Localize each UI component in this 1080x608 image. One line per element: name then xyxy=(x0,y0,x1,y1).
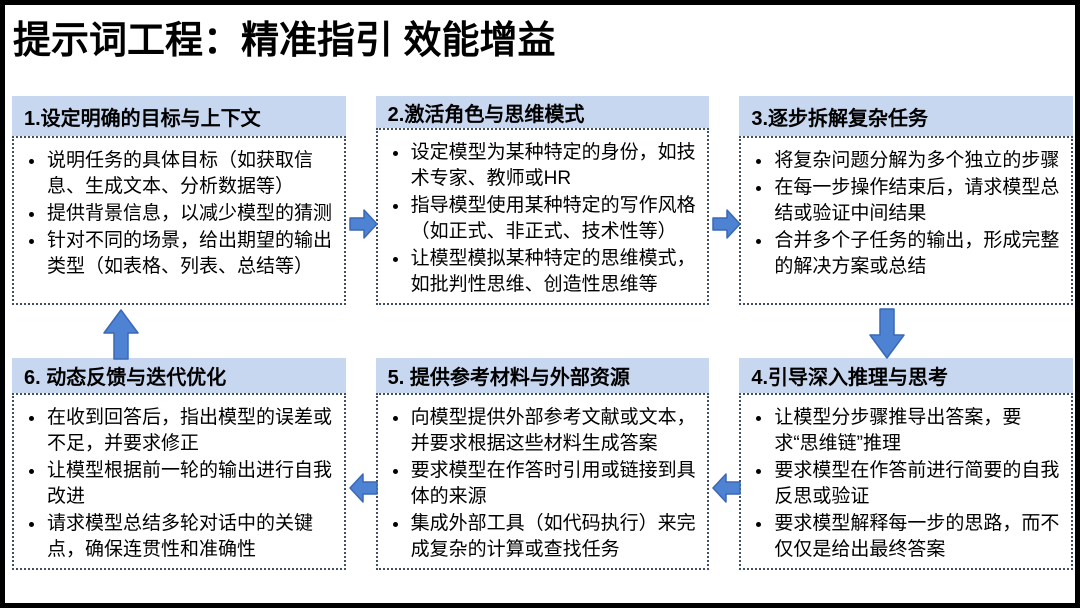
bullet: 让模型根据前一轮的输出进行自我改进 xyxy=(46,458,338,510)
bullet: 在每一步操作结束后，请求模型总结或验证中间结果 xyxy=(773,175,1065,227)
bullet-list: 将复杂问题分解为多个独立的步骤 在每一步操作结束后，请求模型总结或验证中间结果 … xyxy=(741,148,1067,280)
bullet: 提供背景信息，以减少模型的猜测 xyxy=(46,201,338,227)
step-card-6: 6. 动态反馈与迭代优化 在收到回答后，指出模型的误差或不足，并要求修正 让模型… xyxy=(12,358,346,570)
arrow-right-2-to-3-icon xyxy=(712,207,742,241)
bullet: 向模型提供外部参考文献或文本，并要求根据这些材料生成答案 xyxy=(410,405,702,457)
step-card-3-title: 3.逐步拆解复杂任务 xyxy=(739,96,1073,136)
bullet-list: 说明任务的具体目标（如获取信息、生成文本、分析数据等） 提供背景信息，以减少模型… xyxy=(14,148,340,280)
bullet: 合并多个子任务的输出，形成完整的解决方案或总结 xyxy=(773,228,1065,280)
arrow-right-1-to-2-icon xyxy=(349,207,379,241)
bullet-list: 设定模型为某种特定的身份，如技术专家、教师或HR 指导模型使用某种特定的写作风格… xyxy=(378,140,704,298)
bullet: 让模型模拟某种特定的思维模式，如批判性思维、创造性思维等 xyxy=(410,246,702,298)
step-card-5-body: 向模型提供外部参考文献或文本，并要求根据这些材料生成答案 要求模型在作答时引用或… xyxy=(375,393,710,570)
step-card-1-body: 说明任务的具体目标（如获取信息、生成文本、分析数据等） 提供背景信息，以减少模型… xyxy=(12,136,346,305)
arrow-up-6-to-1-icon xyxy=(102,308,140,360)
bullet: 集成外部工具（如代码执行）来完成复杂的计算或查找任务 xyxy=(410,511,702,563)
bullet: 要求模型解释每一步的思路，而不仅仅是给出最终答案 xyxy=(773,511,1065,563)
bullet: 将复杂问题分解为多个独立的步骤 xyxy=(773,148,1065,174)
bullet-list: 在收到回答后，指出模型的误差或不足，并要求修正 让模型根据前一轮的输出进行自我改… xyxy=(14,405,340,563)
step-card-4: 4.引导深入推理与思考 让模型分步骤推导出答案，要求“思维链”推理 要求模型在作… xyxy=(739,358,1073,570)
arrow-left-5-to-6-icon xyxy=(348,471,378,505)
step-card-4-title: 4.引导深入推理与思考 xyxy=(739,358,1073,393)
step-card-4-body: 让模型分步骤推导出答案，要求“思维链”推理 要求模型在作答前进行简要的自我反思或… xyxy=(739,393,1073,570)
step-card-1-title: 1.设定明确的目标与上下文 xyxy=(12,96,346,136)
bullet: 请求模型总结多轮对话中的关键点，确保连贯性和准确性 xyxy=(46,511,338,563)
bullet: 在收到回答后，指出模型的误差或不足，并要求修正 xyxy=(46,405,338,457)
step-card-3-body: 将复杂问题分解为多个独立的步骤 在每一步操作结束后，请求模型总结或验证中间结果 … xyxy=(739,136,1073,305)
step-card-2-title: 2.激活角色与思维模式 xyxy=(375,96,710,128)
bullet: 设定模型为某种特定的身份，如技术专家、教师或HR xyxy=(410,140,702,192)
step-card-5: 5. 提供参考材料与外部资源 向模型提供外部参考文献或文本，并要求根据这些材料生… xyxy=(375,358,710,570)
steps-grid: 1.设定明确的目标与上下文 说明任务的具体目标（如获取信息、生成文本、分析数据等… xyxy=(12,96,1073,570)
arrow-down-3-to-4-icon xyxy=(868,308,906,360)
bullet: 让模型分步骤推导出答案，要求“思维链”推理 xyxy=(773,405,1065,457)
step-card-5-title: 5. 提供参考材料与外部资源 xyxy=(375,358,710,393)
bullet: 说明任务的具体目标（如获取信息、生成文本、分析数据等） xyxy=(46,148,338,200)
step-card-2-body: 设定模型为某种特定的身份，如技术专家、教师或HR 指导模型使用某种特定的写作风格… xyxy=(375,128,710,305)
bullet: 要求模型在作答时引用或链接到具体的来源 xyxy=(410,458,702,510)
arrow-left-4-to-5-icon xyxy=(711,471,741,505)
bullet-list: 向模型提供外部参考文献或文本，并要求根据这些材料生成答案 要求模型在作答时引用或… xyxy=(378,405,704,563)
bullet: 要求模型在作答前进行简要的自我反思或验证 xyxy=(773,458,1065,510)
step-card-6-title: 6. 动态反馈与迭代优化 xyxy=(12,358,346,393)
bullet-list: 让模型分步骤推导出答案，要求“思维链”推理 要求模型在作答前进行简要的自我反思或… xyxy=(741,405,1067,563)
page-title: 提示词工程：精准指引 效能增益 xyxy=(13,20,556,62)
bullet: 针对不同的场景，给出期望的输出类型（如表格、列表、总结等） xyxy=(46,228,338,280)
bullet: 指导模型使用某种特定的写作风格（如正式、非正式、技术性等） xyxy=(410,193,702,245)
step-card-2: 2.激活角色与思维模式 设定模型为某种特定的身份，如技术专家、教师或HR 指导模… xyxy=(375,96,710,305)
step-card-1: 1.设定明确的目标与上下文 说明任务的具体目标（如获取信息、生成文本、分析数据等… xyxy=(12,96,346,305)
step-card-3: 3.逐步拆解复杂任务 将复杂问题分解为多个独立的步骤 在每一步操作结束后，请求模… xyxy=(739,96,1073,305)
step-card-6-body: 在收到回答后，指出模型的误差或不足，并要求修正 让模型根据前一轮的输出进行自我改… xyxy=(12,393,346,570)
